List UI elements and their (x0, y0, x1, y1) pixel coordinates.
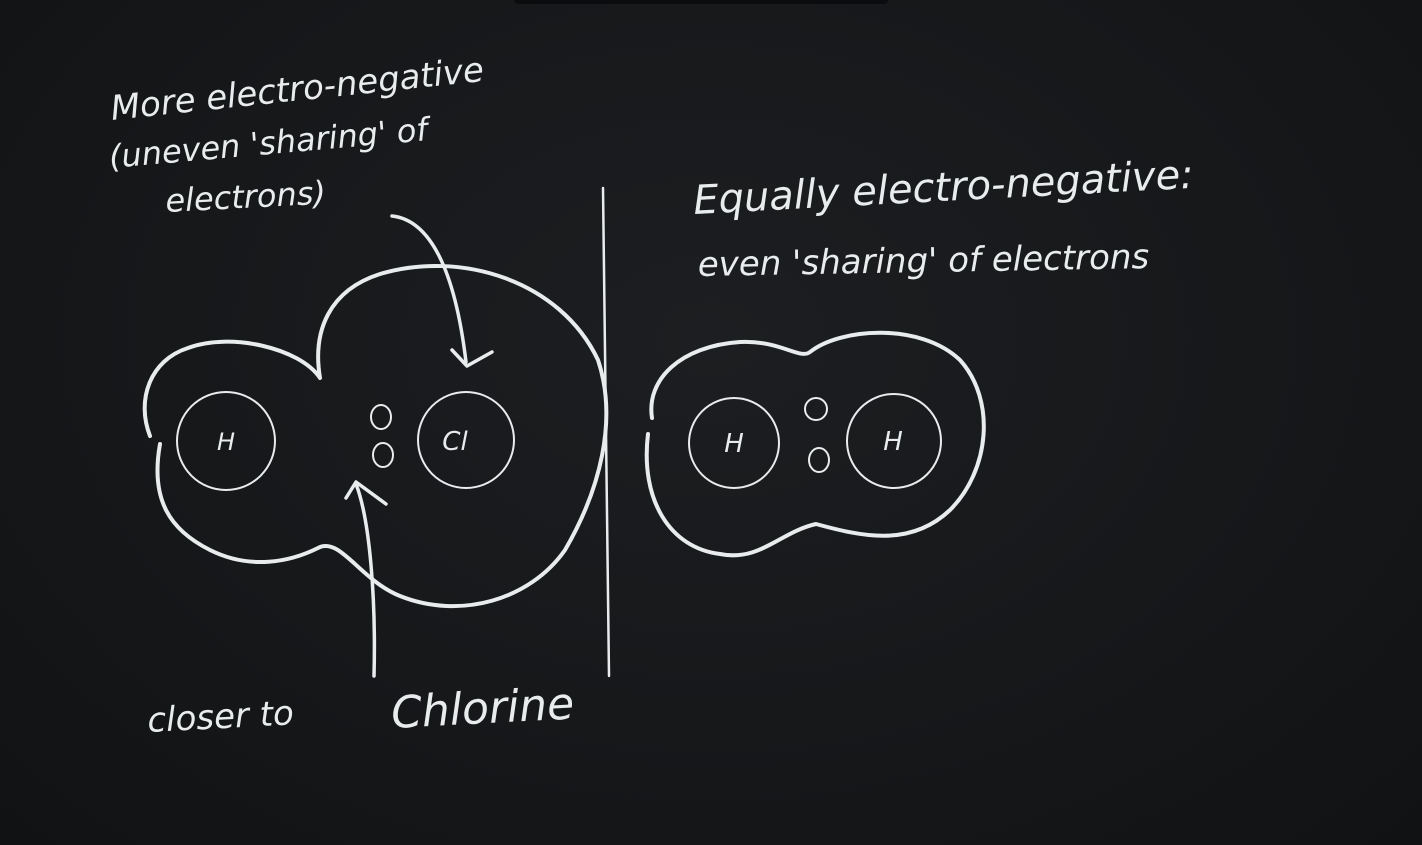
h2-right-hydrogen-atom (846, 393, 942, 489)
top-handle-bar (514, 0, 888, 4)
hcl-hydrogen-atom (176, 391, 276, 491)
h2-electron-cloud (644, 330, 986, 558)
hcl-electron-cloud (142, 263, 609, 609)
arrow-to-chlorine-head (450, 348, 494, 368)
hcl-hydrogen-label: H (217, 428, 235, 456)
divider-line (601, 186, 611, 678)
hcl-shared-electron-2 (372, 442, 394, 468)
hcl-chlorine-atom (417, 391, 515, 489)
arrow-closer-head (344, 480, 388, 506)
h2-left-hydrogen-atom (688, 397, 780, 489)
arrow-closer-to-chlorine (354, 482, 377, 678)
nonpolar-note-line1: Equally electro-negative: (692, 152, 1195, 224)
h2-left-hydrogen-label: H (724, 429, 744, 459)
closer-note-part1: closer to (146, 693, 294, 741)
h2-shared-electron-2 (808, 447, 830, 473)
polar-note-line1: More electro-negative (109, 50, 486, 129)
h2-right-hydrogen-label: H (883, 427, 903, 457)
h2-shared-electron-1 (804, 397, 828, 421)
closer-note-part2: Chlorine (390, 678, 575, 739)
arrow-to-chlorine (390, 214, 468, 364)
hcl-chlorine-label: Cl (442, 427, 468, 457)
polar-note-line3: electrons) (164, 174, 326, 220)
hcl-shared-electron-1 (370, 404, 392, 430)
nonpolar-note-line2: even 'sharing' of electrons (697, 237, 1149, 285)
